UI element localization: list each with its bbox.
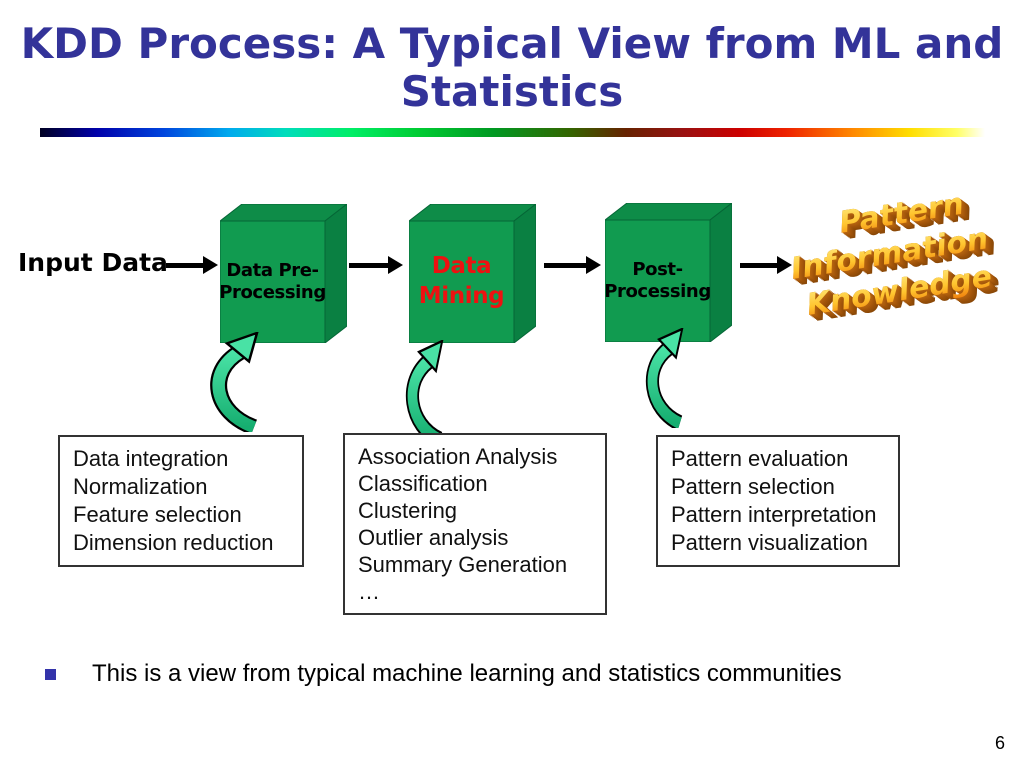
curved-arrow-head [657, 328, 684, 360]
page-number: 6 [995, 733, 1006, 753]
process-box-label-line2: Processing [219, 282, 326, 303]
list-item: … [358, 579, 380, 604]
list-item: Pattern evaluation [671, 446, 849, 471]
slide-title-line1: KDD Process: A Typical View from ML and [20, 19, 1004, 68]
curved-arrow-head [224, 332, 259, 364]
curved-arrow-icon [405, 340, 444, 445]
list-item: Association Analysis [358, 444, 558, 469]
cube-side-face [709, 203, 732, 342]
slide-title: KDD Process: A Typical View from ML and … [0, 19, 1024, 117]
bullet-square-icon [45, 669, 56, 680]
flow-arrow-2-icon [349, 256, 403, 274]
curved-arrow-band [647, 342, 682, 428]
flow-arrow-1-icon [166, 256, 218, 274]
flow-arrow-4-icon [740, 256, 792, 274]
process-box-label: Data Pre- Processing [219, 221, 326, 343]
arrow-head [203, 256, 218, 274]
arrow-shaft [740, 262, 777, 268]
cube-front-face [605, 219, 711, 342]
curved-arrow-icon [645, 328, 684, 428]
process-box-mining: Data Mining [409, 204, 536, 343]
curved-arrow-icon [210, 332, 259, 432]
bullet-text: This is a view from typical machine lear… [92, 660, 842, 687]
arrow-head [586, 256, 601, 274]
list-item: Pattern interpretation [671, 502, 877, 527]
arrow-head [777, 256, 792, 274]
cube-front-face [409, 220, 515, 343]
list-item: Clustering [358, 498, 458, 523]
rainbow-divider [40, 128, 985, 137]
process-box-label: Post- Processing [604, 220, 711, 342]
process-box-postprocessing: Post- Processing [604, 203, 732, 342]
process-box-label-line2: Processing [604, 281, 711, 302]
cube-icon [605, 203, 732, 342]
list-box-mining: Association Analysis Classification Clus… [343, 433, 607, 615]
cube-icon [220, 204, 347, 343]
list-box-preprocessing: Data integration Normalization Feature s… [58, 435, 304, 567]
list-item: Pattern visualization [671, 530, 868, 555]
wordart-output: Pattern Pattern Information Information … [779, 178, 1024, 328]
input-data-label: Input Data [18, 248, 168, 277]
flow-arrow-3-icon [544, 256, 601, 274]
cube-front-face [220, 220, 326, 343]
list-item: Outlier analysis [358, 525, 509, 550]
list-item: Data integration [73, 446, 229, 471]
cube-side-face [324, 204, 347, 343]
list-item: Feature selection [73, 502, 242, 527]
process-box-label: Data Mining [409, 221, 514, 343]
cube-side-face [513, 204, 536, 343]
curved-arrow-band [212, 346, 257, 432]
list-box-postprocessing: Pattern evaluation Pattern selection Pat… [656, 435, 900, 567]
bullet-row: This is a view from typical machine lear… [45, 660, 842, 688]
process-box-label-line1: Data Pre- [226, 259, 319, 281]
list-item: Classification [358, 471, 488, 496]
process-box-label-line2: Mining [418, 283, 505, 309]
process-box-preprocessing: Data Pre- Processing [219, 204, 347, 343]
arrow-shaft [166, 262, 203, 268]
arrow-head [388, 256, 403, 274]
list-item: Pattern selection [671, 474, 835, 499]
cube-icon [409, 204, 536, 343]
arrow-shaft [349, 262, 388, 268]
process-box-label-line1: Data [431, 253, 492, 280]
list-item: Dimension reduction [73, 530, 274, 555]
list-item: Summary Generation [358, 552, 568, 577]
process-box-label-line1: Post- [632, 258, 683, 280]
list-item: Normalization [73, 474, 208, 499]
slide-title-line2: Statistics [400, 67, 624, 117]
arrow-shaft [544, 262, 586, 268]
curved-arrow-head [417, 340, 444, 374]
